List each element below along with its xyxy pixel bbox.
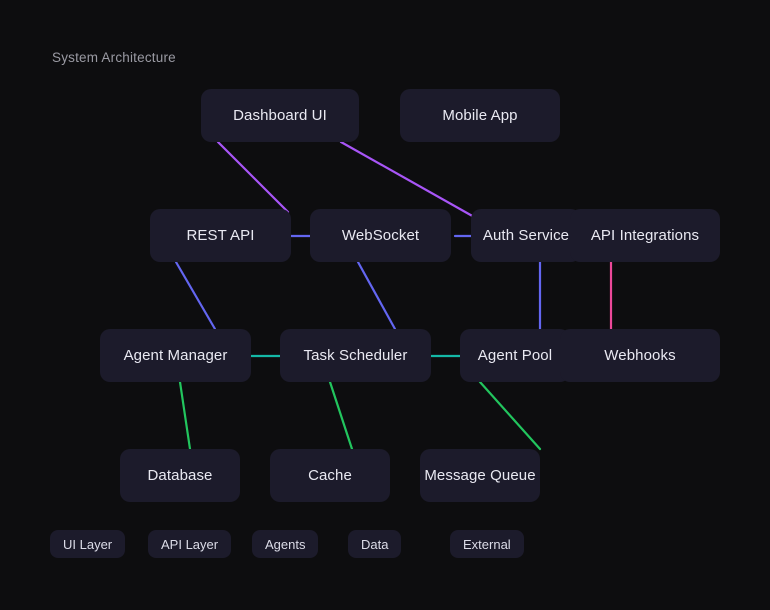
edge-dashboard-ui--rest-api — [216, 140, 290, 214]
node-websocket[interactable]: WebSocket — [310, 209, 451, 262]
edge-rest-api--agent-manager — [174, 260, 217, 331]
node-label-database: Database — [147, 467, 213, 484]
legend-pill-external[interactable]: External — [450, 530, 524, 558]
node-label-agent-pool: Agent Pool — [477, 347, 553, 364]
legend-label-ui-layer: UI Layer — [63, 536, 113, 552]
node-label-dashboard-ui: Dashboard UI — [233, 107, 327, 124]
legend-pill-ui-layer[interactable]: UI Layer — [50, 530, 126, 558]
legend-label-api-layer: API Layer — [161, 536, 219, 552]
edge-agent-manager--database — [178, 380, 192, 451]
legend-label-agents: Agents — [265, 536, 306, 552]
node-api-integrations[interactable]: API Integrations — [570, 209, 720, 262]
node-label-mobile-app: Mobile App — [442, 107, 518, 124]
node-label-cache: Cache — [308, 467, 352, 484]
node-database[interactable]: Database — [120, 449, 240, 502]
node-label-websocket: WebSocket — [341, 227, 420, 244]
node-label-message-queue: Message Queue — [424, 467, 536, 484]
node-agent-manager[interactable]: Agent Manager — [100, 329, 251, 382]
node-rest-api[interactable]: REST API — [150, 209, 291, 262]
edge-agent-pool--message-queue — [478, 380, 542, 451]
node-mobile-app[interactable]: Mobile App — [400, 89, 560, 142]
node-label-auth-service: Auth Service — [482, 227, 570, 244]
node-label-rest-api: REST API — [186, 227, 255, 244]
node-message-queue[interactable]: Message Queue — [420, 449, 540, 502]
legend-pill-agents[interactable]: Agents — [252, 530, 319, 558]
legend-label-external: External — [463, 536, 511, 552]
legend-pill-data[interactable]: Data — [348, 530, 402, 558]
node-auth-service[interactable]: Auth Service — [471, 209, 581, 262]
node-label-task-scheduler: Task Scheduler — [303, 347, 408, 364]
node-agent-pool[interactable]: Agent Pool — [460, 329, 570, 382]
edge-task-scheduler--cache — [328, 380, 354, 451]
node-dashboard-ui[interactable]: Dashboard UI — [201, 89, 359, 142]
node-label-api-integrations: API Integrations — [590, 227, 700, 244]
node-webhooks[interactable]: Webhooks — [560, 329, 720, 382]
legend-label-data: Data — [361, 536, 389, 552]
node-label-agent-manager: Agent Manager — [123, 347, 228, 364]
node-label-webhooks: Webhooks — [604, 347, 676, 364]
page-title: System Architecture — [52, 50, 176, 65]
edge-websocket--task-scheduler — [356, 260, 397, 331]
node-task-scheduler[interactable]: Task Scheduler — [280, 329, 431, 382]
legend-pill-api-layer[interactable]: API Layer — [148, 530, 232, 558]
node-cache[interactable]: Cache — [270, 449, 390, 502]
